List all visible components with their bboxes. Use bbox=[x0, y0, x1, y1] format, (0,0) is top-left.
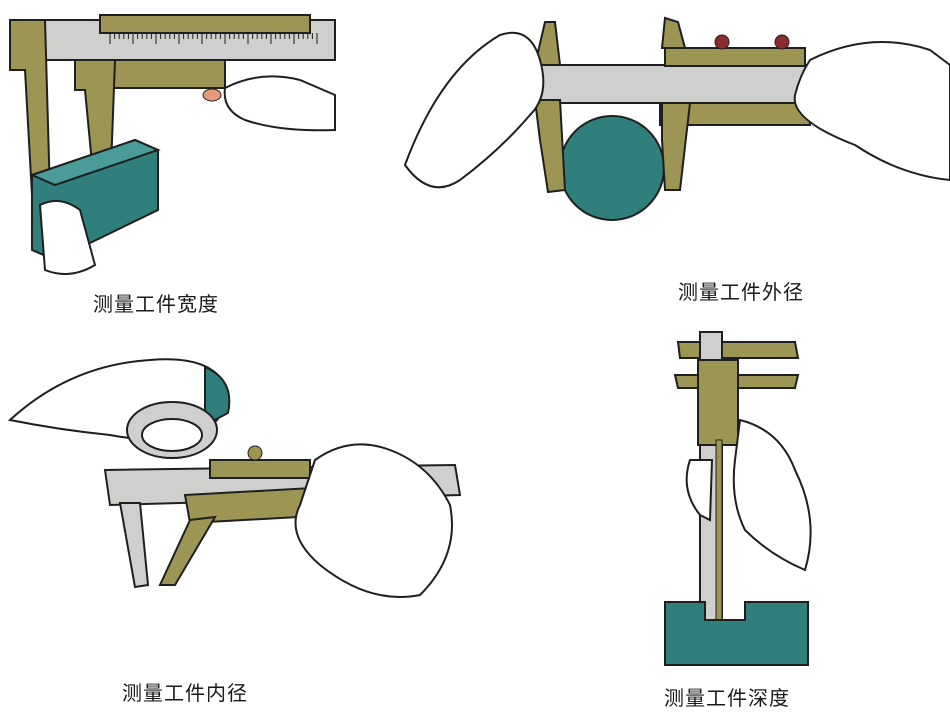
panel-measure-inner-diameter: 测量工件内径 bbox=[0, 355, 470, 713]
panel-measure-depth: 测量工件深度 bbox=[620, 320, 950, 713]
caption-measure-depth: 测量工件深度 bbox=[664, 686, 790, 710]
caliper-depth-measure-icon bbox=[664, 331, 812, 666]
panel-measure-width: 测量工件宽度 bbox=[0, 0, 340, 320]
caliper-width-measure-icon bbox=[9, 14, 336, 275]
caption-measure-width: 测量工件宽度 bbox=[93, 292, 219, 316]
caption-measure-inner-diameter: 测量工件内径 bbox=[122, 681, 248, 705]
panel-measure-outer-diameter: 测量工件外径 bbox=[400, 0, 950, 320]
caliper-outer-diameter-icon bbox=[403, 16, 950, 221]
caliper-inner-diameter-icon bbox=[7, 358, 462, 598]
caption-measure-outer-diameter: 测量工件外径 bbox=[678, 280, 804, 304]
